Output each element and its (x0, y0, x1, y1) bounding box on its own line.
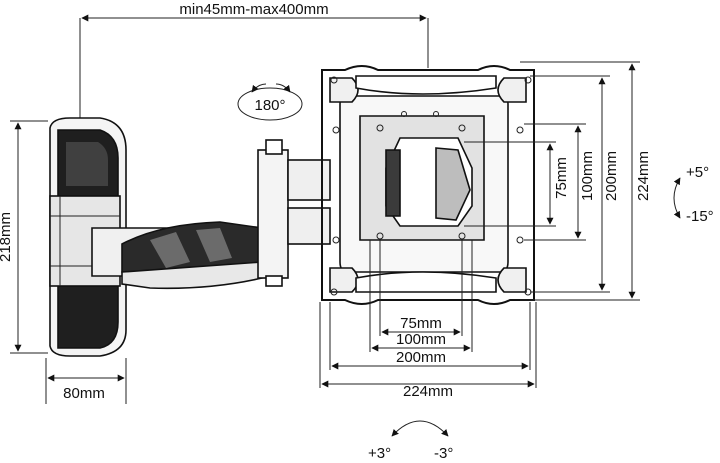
level-indicator: +3° -3° (368, 420, 453, 462)
wall-plate-width-dimension: 80mm (45, 358, 127, 404)
vesa-v-75-label: 75mm (553, 157, 570, 199)
vesa-v-224-label: 224mm (635, 151, 652, 201)
swing-arm (91, 139, 331, 290)
vesa-h-224-label: 224mm (403, 383, 453, 400)
swivel-label: 180° (254, 97, 285, 114)
vesa-horizontal-dimensions: 75mm 100mm 200mm 224mm (319, 240, 537, 400)
reach-dimension: min45mm-max400mm (79, 1, 429, 120)
reach-label: min45mm-max400mm (179, 1, 328, 18)
vesa-v-100-label: 100mm (579, 151, 596, 201)
vesa-h-100-label: 100mm (396, 331, 446, 348)
vesa-vertical-dimensions: 224mm 200mm 100mm 75mm (464, 61, 652, 301)
level-minus-label: -3° (434, 445, 453, 462)
vesa-v-200-label: 200mm (603, 151, 620, 201)
tilt-down-label: -15° (686, 208, 714, 225)
tilt-up-label: +5° (686, 164, 709, 181)
tilt-indicator: +5° -15° (673, 164, 714, 225)
vesa-plate (321, 65, 535, 305)
level-plus-label: +3° (368, 445, 391, 462)
vesa-h-75-label: 75mm (400, 315, 442, 332)
wall-plate-height-label: 218mm (0, 212, 14, 262)
wall-plate-height-dimension: 218mm (0, 120, 48, 354)
wall-plate-width-label: 80mm (63, 385, 105, 402)
wall-plate (49, 117, 127, 357)
vesa-h-200-label: 200mm (396, 349, 446, 366)
swivel-indicator: 180° (237, 83, 303, 121)
